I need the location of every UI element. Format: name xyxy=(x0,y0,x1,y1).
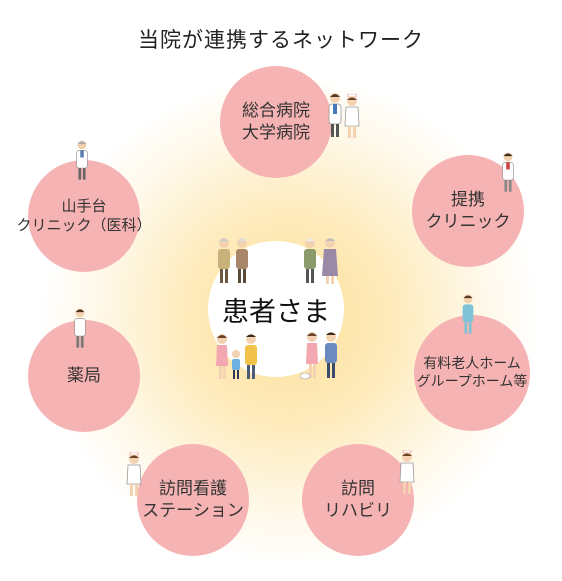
node-label-line: 提携 xyxy=(451,189,485,210)
nurse-icon xyxy=(399,450,415,494)
center-patient: 患者さま xyxy=(208,241,344,377)
node-label-line: ステーション xyxy=(142,501,244,521)
node-label-line: グループホーム等 xyxy=(416,374,528,390)
pharmacist-icon xyxy=(74,308,86,348)
caregiver-icon xyxy=(462,294,474,334)
family-icon xyxy=(216,334,257,379)
elderly-couple-icon xyxy=(218,238,248,283)
doctor-icon xyxy=(502,152,514,192)
node-home-rehab: 訪問 リハビリ xyxy=(302,444,414,556)
center-label: 患者さま xyxy=(222,296,330,328)
doctor-icon xyxy=(328,93,342,137)
node-label-line: 総合病院 xyxy=(242,100,310,121)
page-title: 当院が連携するネットワーク xyxy=(138,28,424,52)
elderly-couple-icon xyxy=(304,238,338,284)
node-label-line: クリニック（医科） xyxy=(16,216,152,234)
node-yamate-clinic: 山手台 クリニック（医科） xyxy=(17,160,152,272)
nurse-icon xyxy=(344,94,360,138)
node-label-line: 訪問看護 xyxy=(159,478,227,499)
node-label-line: 有料老人ホーム xyxy=(423,355,521,372)
node-pharmacy: 薬局 xyxy=(28,320,140,432)
node-nursing-station: 訪問看護 ステーション xyxy=(137,444,249,556)
node-label-line: 大学病院 xyxy=(242,123,310,143)
doctor-icon xyxy=(76,140,88,180)
node-univ-hospital: 総合病院 大学病院 xyxy=(220,66,332,178)
nurse-icon xyxy=(126,452,142,496)
node-label-line: リハビリ xyxy=(324,501,392,521)
node-care-home: 有料老人ホーム グループホーム等 xyxy=(414,315,530,431)
node-label-line: 訪問 xyxy=(341,478,375,499)
couple-with-dog-icon xyxy=(300,332,337,380)
node-label-line: 薬局 xyxy=(67,365,101,386)
node-label-line: クリニック xyxy=(425,212,511,232)
node-label-line: 山手台 xyxy=(61,196,107,215)
